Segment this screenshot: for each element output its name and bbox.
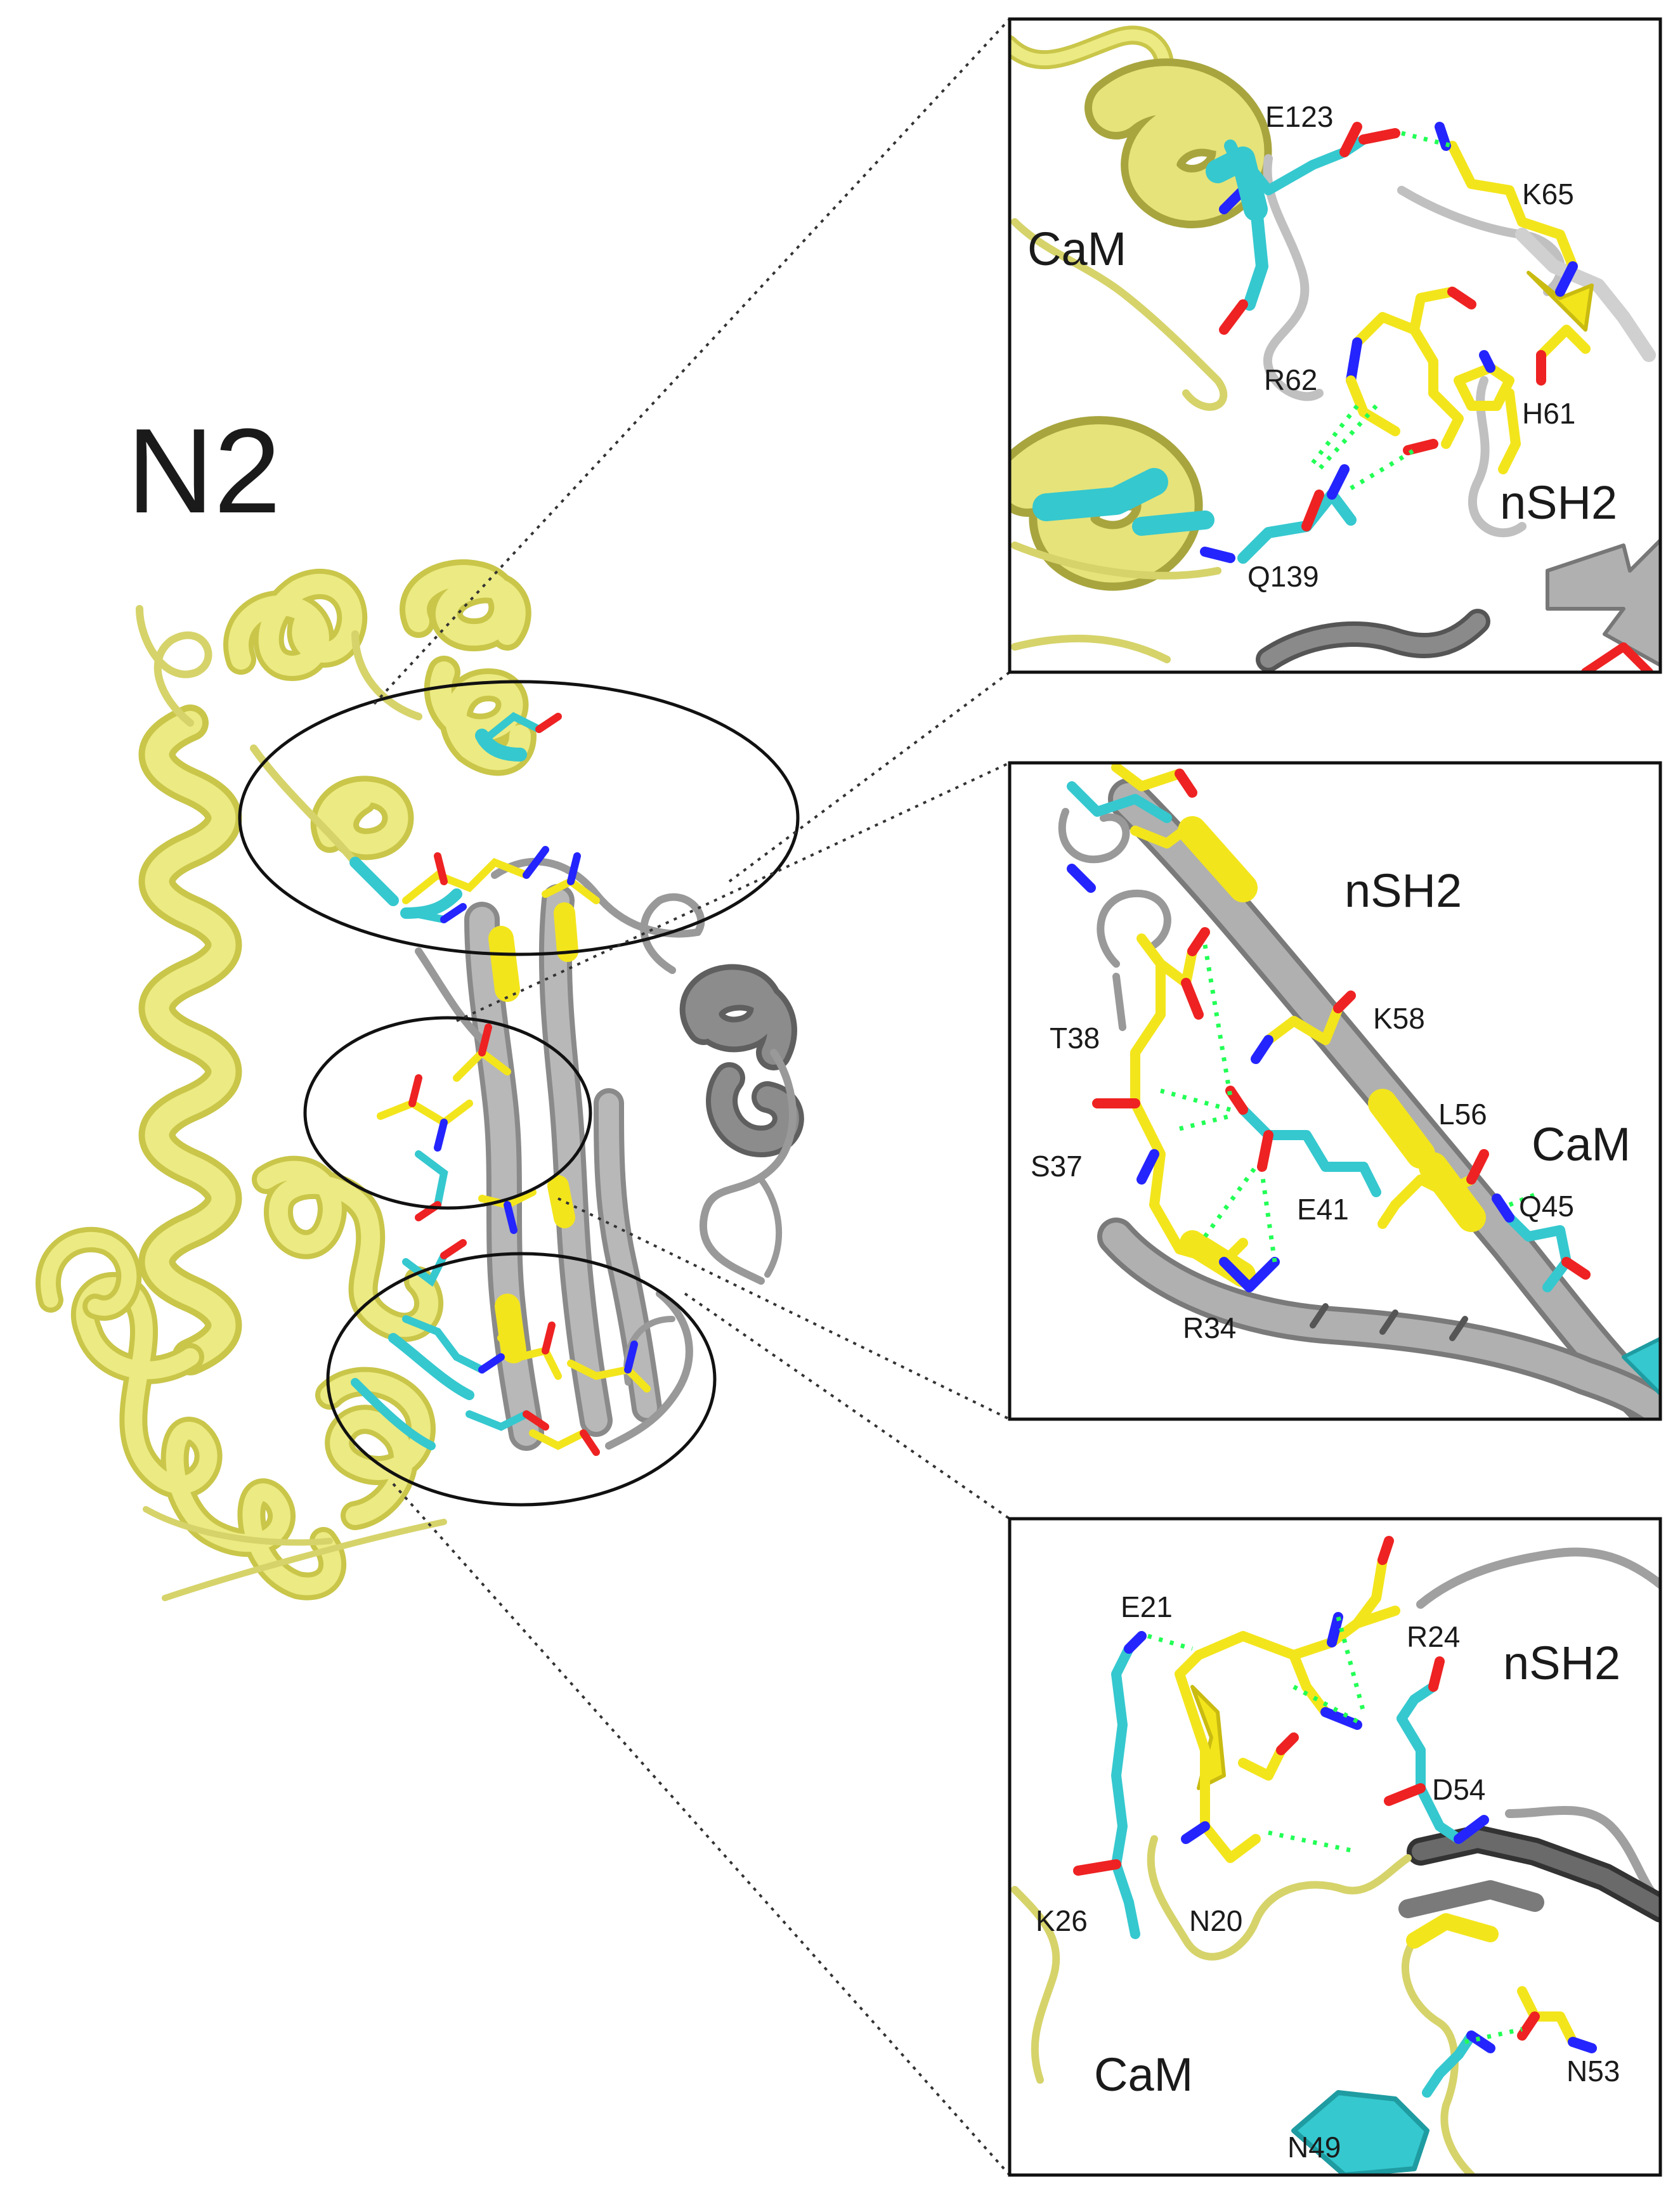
inset-3-residue-d54: D54 [1432, 1773, 1485, 1806]
inset-2-residue-t38: T38 [1050, 1022, 1100, 1055]
inset-1-residue-q139: Q139 [1247, 560, 1319, 593]
inset-1-residue-r62: R62 [1264, 363, 1317, 396]
inset-2-residue-e41: E41 [1297, 1193, 1349, 1226]
interface-circle-top [238, 680, 800, 956]
nsh2-domain [415, 857, 804, 1451]
inset-3-hbonds [1147, 1616, 1523, 2044]
inset-3-chain-nsh2: nSH2 [1503, 1637, 1620, 1689]
interface-circle-middle [303, 1016, 592, 1210]
inset-2-chain-cam: CaM [1532, 1118, 1631, 1171]
inset-2-residue-k58: K58 [1373, 1002, 1425, 1035]
inset-1: CaM nSH2 E123 K65 R62 H61 Q139 [1008, 17, 1662, 674]
inset-3-residue-r24: R24 [1407, 1620, 1460, 1653]
inset-3-residue-e21: E21 [1121, 1590, 1173, 1623]
interface-circles [238, 680, 800, 1507]
inset-3-frame [1008, 1517, 1662, 2177]
interface-circle-bottom [326, 1252, 717, 1507]
inset-2-residue-r34: R34 [1183, 1311, 1236, 1344]
inset-2: nSH2 CaM K58 T38 L56 S37 E41 Q45 R34 [1008, 761, 1662, 1421]
inset-3-residue-n20: N20 [1189, 1904, 1242, 1937]
inset-3-chain-cam: CaM [1094, 2048, 1193, 2101]
inset-1-chain-cam: CaM [1027, 223, 1126, 275]
inset-2-chain-nsh2: nSH2 [1345, 864, 1462, 917]
cam-upper-lobe [136, 559, 537, 866]
inset-2-hbonds [1160, 944, 1542, 1263]
interface-highlights [349, 729, 578, 1450]
inset-2-residue-s37: S37 [1031, 1150, 1083, 1183]
inset-1-residue-e123: E123 [1265, 100, 1333, 133]
inset-3-residue-n53: N53 [1566, 2055, 1620, 2088]
inset-1-residue-k65: K65 [1522, 178, 1574, 211]
inset-3: nSH2 CaM E21 R24 D54 K26 N20 N53 N49 [1008, 1517, 1662, 2177]
inset-2-residue-q45: Q45 [1519, 1190, 1574, 1223]
inset-1-frame [1008, 17, 1662, 674]
inset-1-chain-nsh2: nSH2 [1500, 476, 1617, 529]
inset-2-frame [1008, 761, 1662, 1421]
inset-2-residue-l56: L56 [1438, 1098, 1487, 1131]
inset-3-residue-n49: N49 [1287, 2131, 1341, 2164]
zoom-connectors [373, 18, 1011, 2176]
panel-title: N2 [127, 404, 281, 538]
inset-1-hbonds [1311, 131, 1453, 491]
overview-structure: N2 [36, 18, 1011, 2176]
cam-central-helix [138, 705, 242, 1375]
inset-3-residue-k26: K26 [1036, 1904, 1088, 1937]
inset-1-residue-h61: H61 [1522, 397, 1575, 430]
cam-lower-lobe [36, 1155, 447, 1601]
